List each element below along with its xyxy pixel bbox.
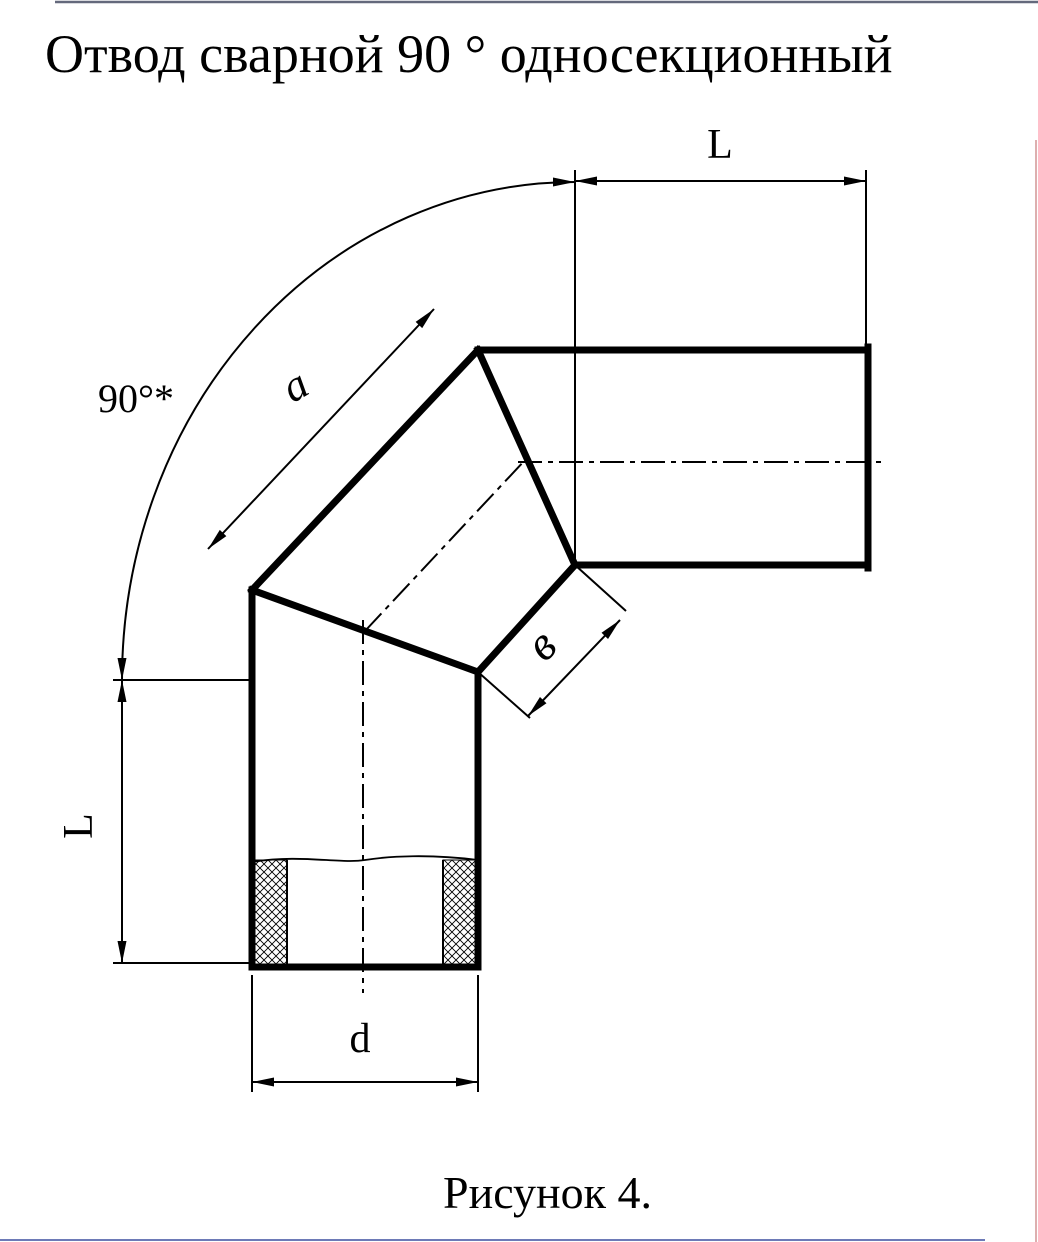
gasket-hatch-left — [251, 859, 288, 967]
gasket-hatch-right — [442, 859, 479, 967]
dim-label-top-length: L — [707, 122, 733, 168]
dimension-line-segment-b — [527, 619, 621, 717]
dim-label-angle: 90°* — [98, 376, 174, 421]
insert-inner-walls — [286, 860, 444, 966]
dimension-arc-90deg — [117, 177, 576, 681]
dimension-line-segment-a — [207, 308, 435, 550]
dim-label-left-length: L — [56, 813, 102, 839]
drawing-title: Отвод сварной 90 ° односекционный — [45, 24, 893, 84]
figure-caption: Рисунок 4. — [443, 1167, 652, 1218]
dim-label-diameter: d — [350, 1016, 371, 1062]
extension-lines — [113, 170, 867, 1092]
dim-label-segment-a: a — [273, 359, 317, 412]
centerline-diagonal — [364, 457, 528, 632]
insert-break-line — [251, 855, 479, 863]
dim-label-segment-b: в — [515, 619, 567, 672]
